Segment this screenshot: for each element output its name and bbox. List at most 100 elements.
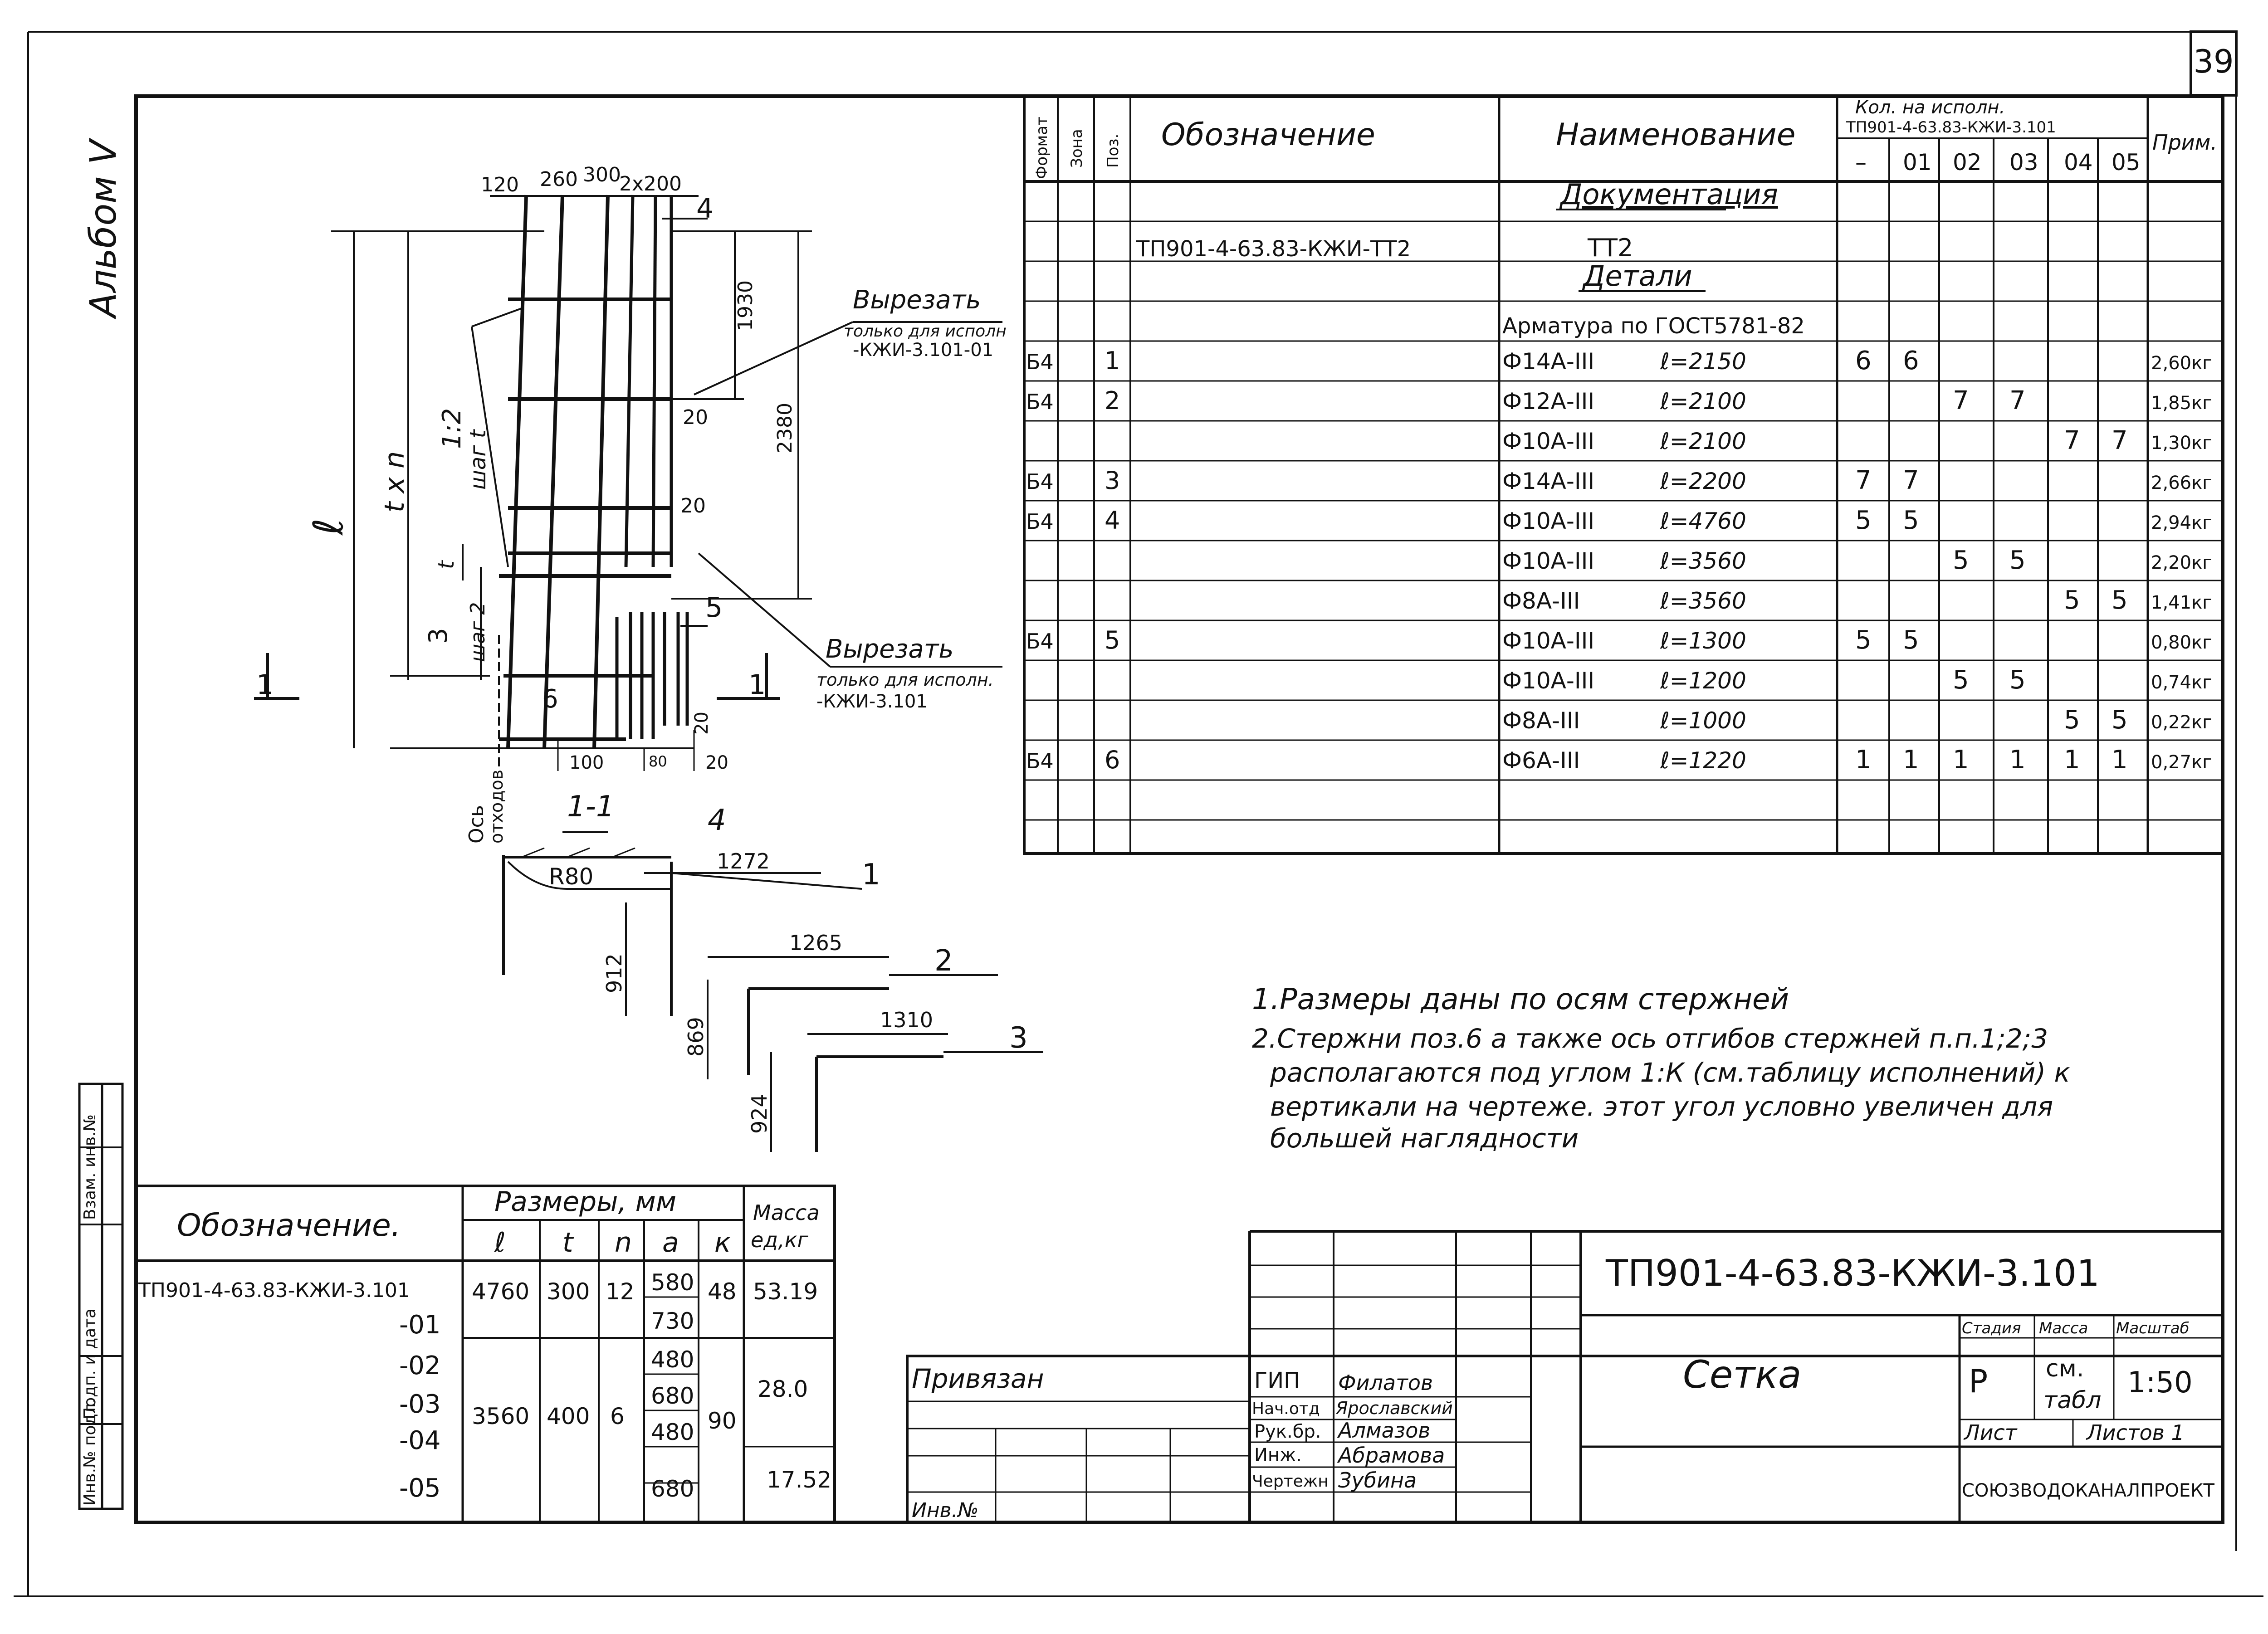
exec-m1: 53.19 <box>753 1278 818 1305</box>
axis-label-2: отходов <box>487 770 507 844</box>
spec-header-note: Прим. <box>2152 130 2217 155</box>
stamp-code: ТП901-4-63.83-КЖИ-3.101 <box>1605 1252 2100 1294</box>
spec-section-parts: Детали <box>1582 259 1692 293</box>
spec-row-qty: 1 <box>1855 745 1872 775</box>
exec-col-k: к <box>714 1227 731 1258</box>
spec-row-note: 0,80кг <box>2151 632 2212 653</box>
label-pos5: 5 <box>705 592 723 624</box>
section-labels: 1-1 4 R80 1272 912 1 1265 869 2 1310 924… <box>549 790 1028 1134</box>
cut-note-top-sub1: только для исполн <box>844 322 1007 341</box>
exec-v03: -03 <box>399 1390 440 1419</box>
spec-row-pos: 5 <box>1105 626 1120 654</box>
stamp-name-2: Ярославский <box>1335 1398 1453 1418</box>
dim-260: 260 <box>540 168 578 191</box>
spec-header-format: Формат <box>1033 117 1051 179</box>
bend3-vert: 924 <box>747 1094 772 1134</box>
spec-header-zone: Зона <box>1068 129 1086 168</box>
spec-row-len: ℓ=1300 <box>1660 628 1746 654</box>
dim-2380: 2380 <box>773 403 797 454</box>
dim-t: t <box>434 560 459 569</box>
stamp-role-4: Инж. <box>1254 1445 1302 1466</box>
dim-txn: t x n <box>379 451 411 512</box>
spec-row-qty: 7 <box>1953 386 1969 415</box>
note-1: 1.Размеры даны по осям стержней <box>1252 983 1789 1016</box>
exec-col-header: 01 <box>1903 149 1932 176</box>
slope-label: 1:2 <box>437 408 467 449</box>
spec-row-format: Б4 <box>1026 749 1054 773</box>
cut-note-bot-sub2: -КЖИ-3.101 <box>816 691 928 712</box>
title-stamp <box>906 1230 2224 1524</box>
dim-3: 3 <box>424 628 453 644</box>
bend3-pos: 3 <box>1009 1021 1028 1055</box>
spec-row-qty: 5 <box>1903 506 1919 535</box>
spec-row-bar: Ф8А-III <box>1502 588 1580 614</box>
spec-row-bar: Ф14А-III <box>1502 348 1594 375</box>
spec-row-note: 1,30кг <box>2151 433 2212 454</box>
stamp-mass1: см. <box>2046 1355 2084 1382</box>
spec-row-len: ℓ=1000 <box>1660 707 1746 734</box>
exec-h-mass-unit: ед,кг <box>751 1228 809 1252</box>
exec-a1: 580 <box>651 1269 694 1296</box>
stamp-mass-h: Масса <box>2039 1319 2088 1337</box>
spec-row-format: Б4 <box>1026 390 1054 414</box>
spec-row-qty: 1 <box>2064 745 2080 775</box>
stamp-sheet-h: Лист <box>1963 1420 2018 1445</box>
spec-doc-designation: ТП901-4-63.83-КЖИ-ТТ2 <box>1136 236 1411 262</box>
spec-header-qty-doc: ТП901-4-63.83-КЖИ-3.101 <box>1846 118 2056 137</box>
sheet-frame <box>14 30 2263 1597</box>
stamp-inv: Инв.№ <box>912 1499 978 1522</box>
spec-row-format: Б4 <box>1026 509 1054 534</box>
note-2-line4: большей наглядности <box>1270 1123 1579 1154</box>
spec-row-qty: 1 <box>2112 745 2128 775</box>
spec-header-qty: Кол. на исполн. <box>1855 97 2005 118</box>
spec-rebar-caption: Арматура по ГОСТ5781-82 <box>1502 313 1805 339</box>
spec-row-note: 0,22кг <box>2151 712 2212 733</box>
spec-row-note: 2,20кг <box>2151 552 2212 573</box>
spec-row-qty: 5 <box>2064 585 2080 615</box>
spec-row-format: Б4 <box>1026 469 1054 494</box>
bend3-horiz: 1310 <box>880 1008 933 1032</box>
spec-row-len: ℓ=3560 <box>1660 588 1746 614</box>
section-1-1 <box>502 831 1043 1152</box>
spec-row-qty: 5 <box>2112 585 2128 615</box>
spec-row-len: ℓ=4760 <box>1660 508 1746 534</box>
stamp-stage: Р <box>1969 1363 1988 1400</box>
exec-v04: -04 <box>399 1426 440 1455</box>
exec-t1: 300 <box>547 1278 590 1305</box>
note-2-line2: располагаются под углом 1:К (см.таблицу … <box>1270 1057 2070 1088</box>
section-pos4: 4 <box>708 804 726 837</box>
dim-l: ℓ <box>305 518 352 536</box>
section-title: 1-1 <box>567 790 615 824</box>
spec-row-pos: 4 <box>1105 506 1120 535</box>
bend1-horiz: 1272 <box>717 849 770 873</box>
spec-row-note: 2,60кг <box>2151 353 2212 374</box>
spec-row-bar: Ф10А-III <box>1502 548 1594 574</box>
dim-80: 80 <box>649 753 667 770</box>
label-pos4: 4 <box>696 193 714 224</box>
exec-table-text: Обозначение. Размеры, мм Масса ед,кг ℓ t… <box>138 1186 831 1503</box>
exec-a2: 730 <box>651 1308 694 1334</box>
bend1-pos: 1 <box>862 858 880 892</box>
stamp-bound: Привязан <box>912 1363 1044 1394</box>
stamp-mass2: табл <box>2043 1387 2101 1414</box>
spec-row-qty: 6 <box>1903 346 1919 376</box>
spec-row-len: ℓ=2100 <box>1660 428 1746 454</box>
exec-a4: 680 <box>651 1383 694 1409</box>
exec-k1: 48 <box>708 1278 737 1305</box>
spec-row-len: ℓ=2200 <box>1660 468 1746 494</box>
spec-row-qty: 5 <box>1953 546 1969 575</box>
exec-a5: 480 <box>651 1419 694 1445</box>
spec-row-qty: 7 <box>2009 386 2026 415</box>
step-2-label: шаг 2 <box>466 602 489 662</box>
stamp-name-3: Алмазов <box>1337 1418 1430 1443</box>
stamp-stage-h: Стадия <box>1962 1319 2021 1337</box>
spec-row-len: ℓ=1200 <box>1660 668 1746 694</box>
spec-section-docs: Документация <box>1559 178 1778 211</box>
spec-table <box>1023 95 2224 855</box>
exec-v02: -02 <box>399 1351 440 1380</box>
side-stamp: Инв.№ подл. Подп. и дата Взам. инв.№ <box>78 1083 124 1510</box>
spec-header-pos: Поз. <box>1104 134 1122 168</box>
stamp-org: СОЮЗВОДОКАНАЛПРОЕКТ <box>1962 1480 2215 1501</box>
spec-row-qty: 5 <box>2009 665 2026 695</box>
bend2-vert: 869 <box>684 1017 708 1057</box>
